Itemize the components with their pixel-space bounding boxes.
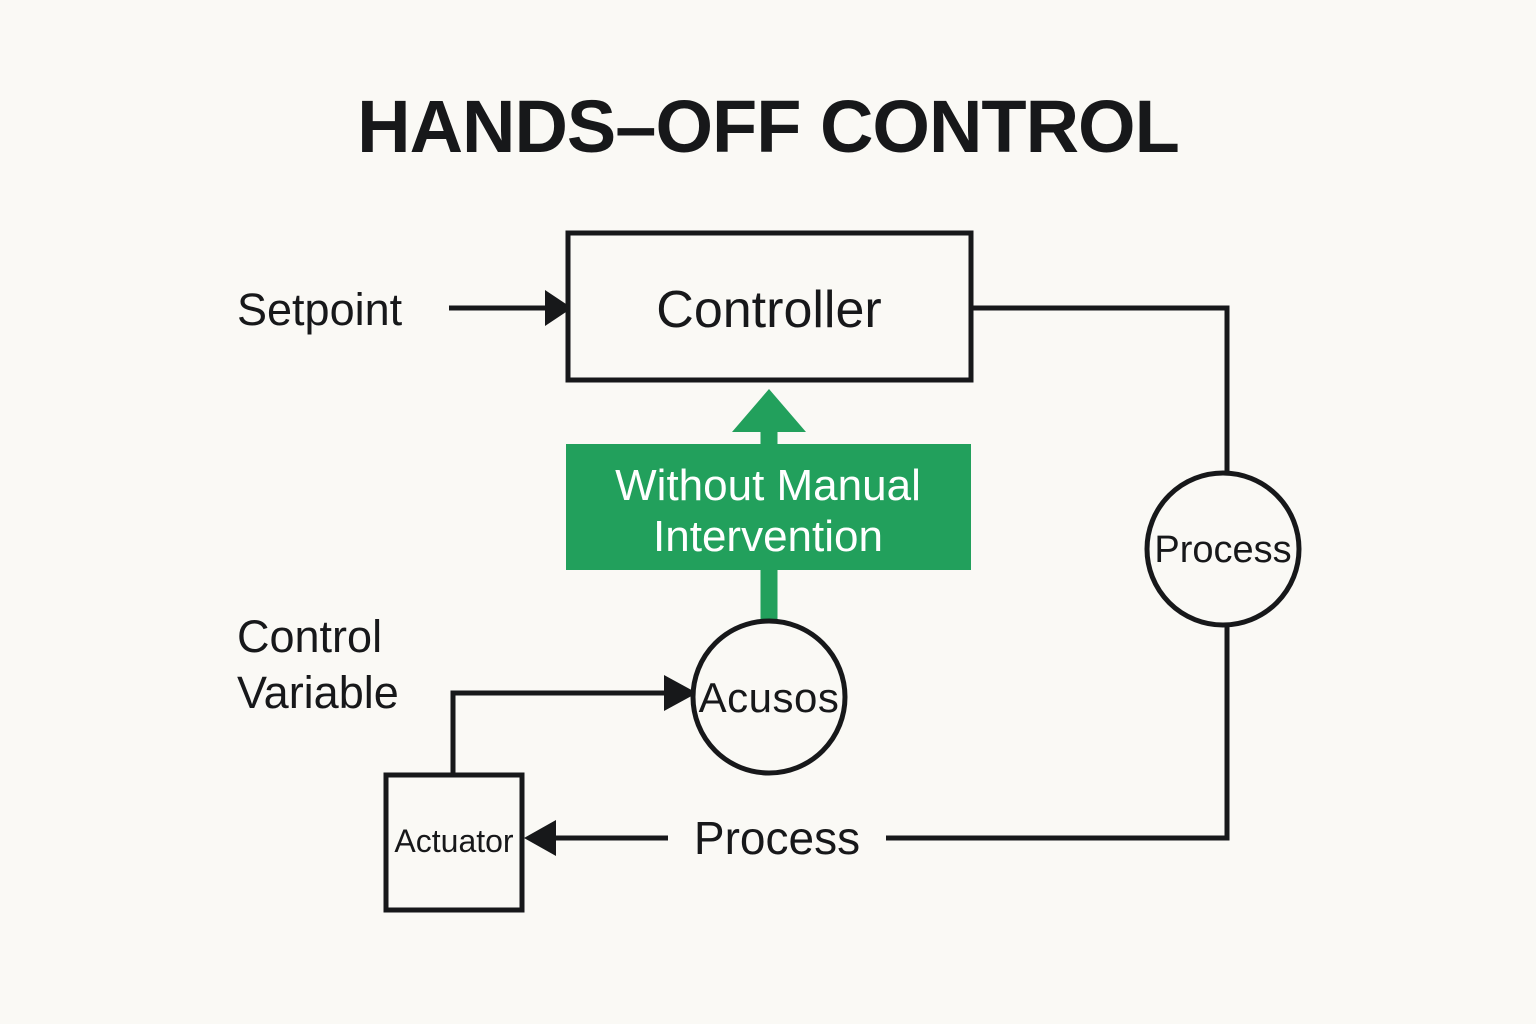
node-process-circle-label: Process [1154, 529, 1291, 571]
node-process-circle[interactable]: Process [1144, 470, 1302, 628]
banner-line-1: Without Manual [615, 461, 921, 510]
connector-actuator-to-mixer [450, 675, 697, 775]
manual-intervention-banner: Without Manual Intervention [566, 444, 971, 570]
node-actuator[interactable]: Actuator [383, 772, 525, 913]
node-controller-label: Controller [656, 281, 881, 339]
label-control-variable-line-1: Control [237, 611, 382, 662]
label-control-variable-line-2: Variable [237, 667, 399, 718]
node-actuator-label: Actuator [394, 823, 514, 859]
connector-controller-to-process [970, 305, 1230, 473]
label-setpoint: Setpoint [237, 284, 403, 335]
connector-setpoint-to-controller [449, 290, 572, 326]
label-feedback-process: Process [694, 812, 860, 864]
node-mixer-circle[interactable]: Acusos [690, 618, 848, 776]
node-controller[interactable]: Controller [565, 230, 974, 383]
page-title: HANDS–OFF CONTROL [357, 85, 1179, 168]
feedback-label-backdrop [668, 812, 886, 866]
node-mixer-circle-label: Acusos [699, 674, 840, 721]
banner-line-2: Intervention [653, 512, 883, 561]
